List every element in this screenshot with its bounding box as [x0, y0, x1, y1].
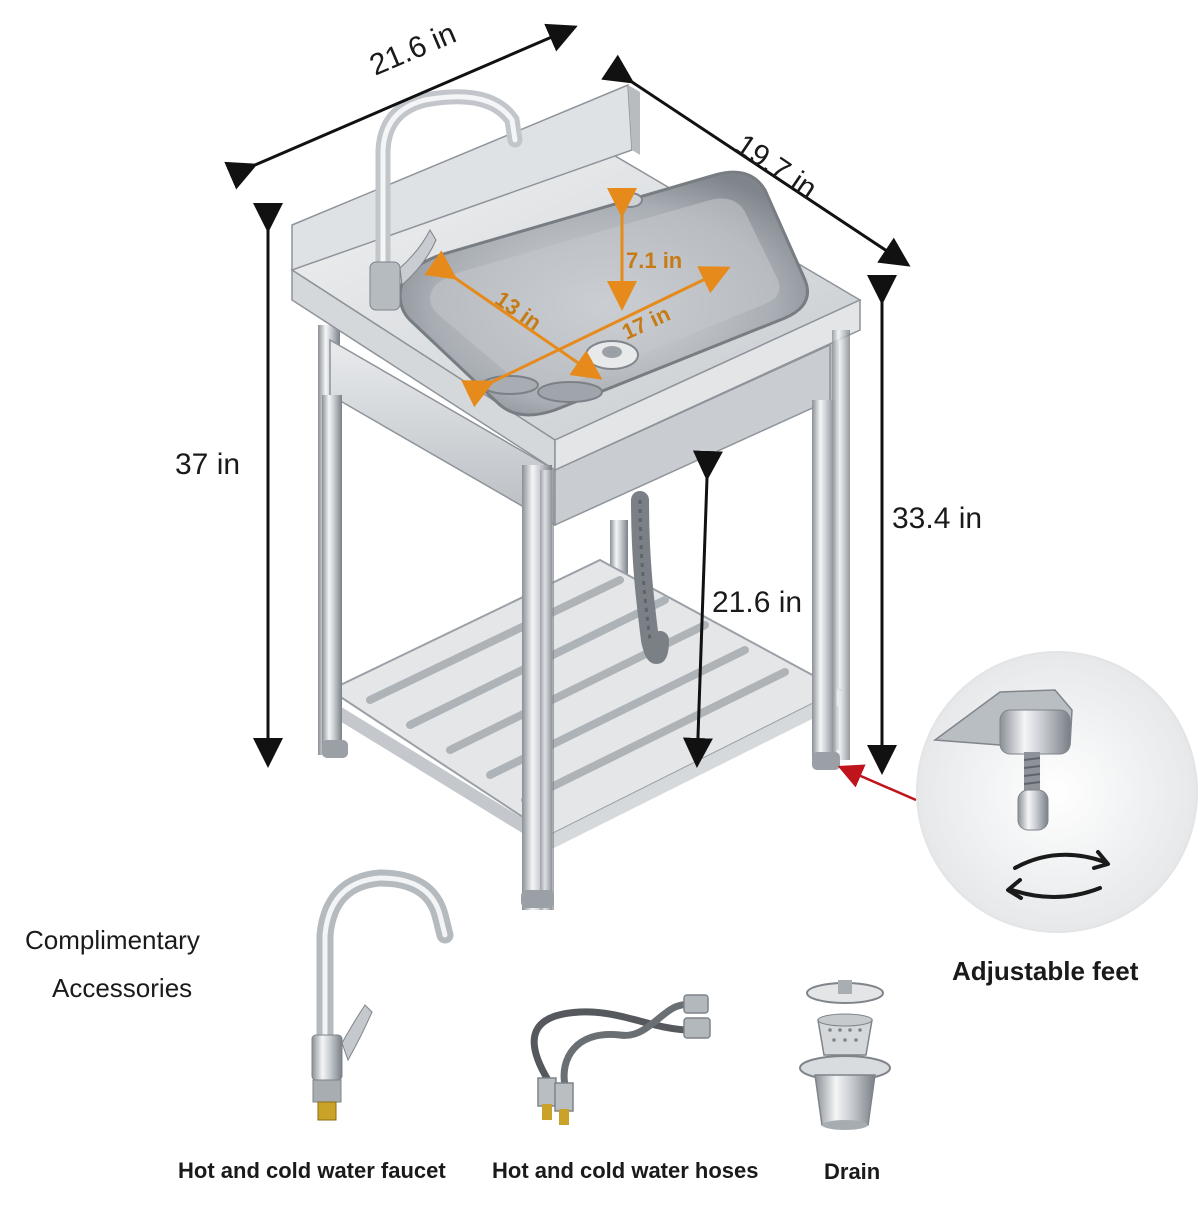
counter-height-label: 33.4 in	[892, 502, 983, 535]
bowl-depth-label: 7.1 in	[626, 248, 683, 273]
dimension-lines	[224, 23, 911, 775]
shelf-clearance-label: 21.6 in	[712, 586, 803, 619]
drain-accessory	[799, 980, 891, 1130]
bowl-dimension-lines	[424, 188, 731, 408]
drain-caption: Drain	[824, 1159, 881, 1184]
sink-stand	[290, 83, 862, 910]
hoses-accessory	[530, 994, 711, 1125]
faucet-accessory	[311, 869, 454, 1121]
overall-height-label: 37 in	[175, 448, 241, 481]
accessories-heading-line1: Complimentary	[25, 925, 200, 955]
callout-arrow	[837, 764, 917, 802]
hoses-caption: Hot and cold water hoses	[492, 1158, 759, 1183]
adjustable-feet-detail	[837, 651, 1198, 933]
adjustable-feet-caption: Adjustable feet	[952, 956, 1139, 986]
faucet-caption: Hot and cold water faucet	[178, 1158, 446, 1183]
rotate-icon	[1006, 850, 1110, 900]
foot-closeup	[932, 689, 1073, 831]
accessories-heading-line2: Accessories	[52, 973, 193, 1003]
